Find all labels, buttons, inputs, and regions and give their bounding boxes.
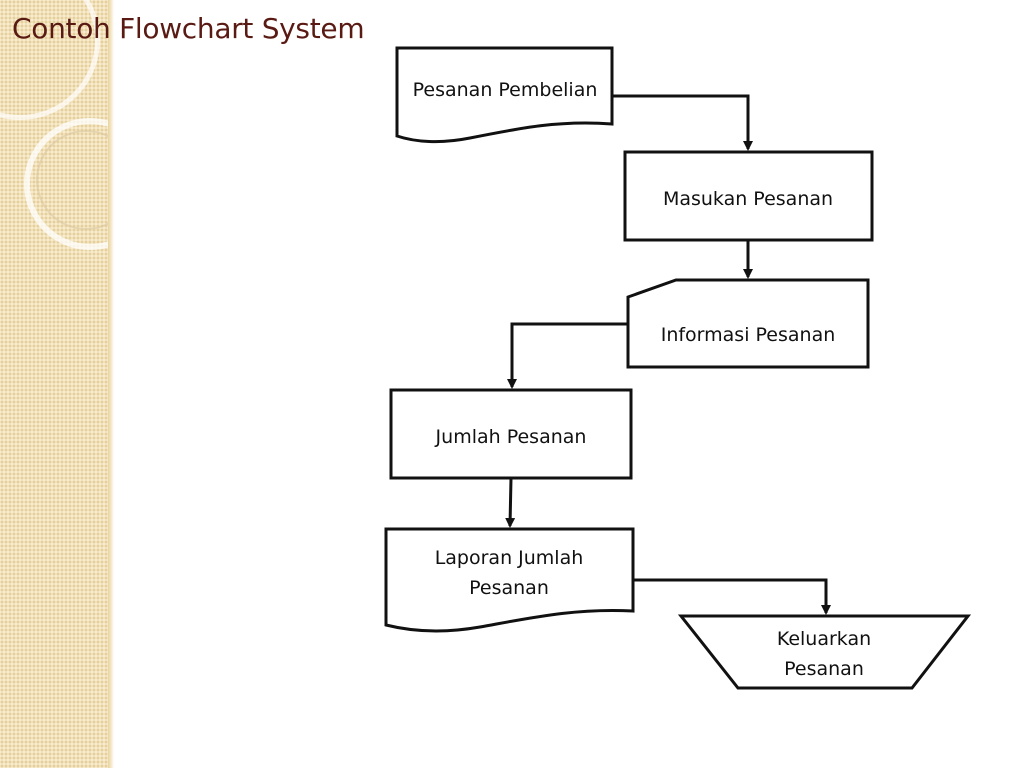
sidebar-edge xyxy=(108,0,114,768)
connector-arrow xyxy=(505,477,516,528)
document-shape xyxy=(395,46,614,144)
connector-arrow xyxy=(612,94,753,151)
node-jumlah-pesanan: Jumlah Pesanan xyxy=(389,388,633,480)
node-masukan-pesanan: Masukan Pesanan xyxy=(623,150,874,242)
node-label: Keluarkan xyxy=(777,628,871,650)
node-label: Pesanan xyxy=(784,658,864,680)
node-label: Masukan Pesanan xyxy=(663,188,833,210)
document-shape xyxy=(384,527,635,633)
manual-operation-shape xyxy=(677,614,972,690)
node-label: Informasi Pesanan xyxy=(661,324,836,346)
page-title: Contoh Flowchart System xyxy=(12,12,365,45)
node-keluarkan-pesanan: Keluarkan Pesanan xyxy=(677,614,972,690)
process-shape xyxy=(389,388,633,480)
node-pesanan-pembelian: Pesanan Pembelian xyxy=(395,46,614,144)
node-label: Jumlah Pesanan xyxy=(435,426,587,448)
node-laporan-jumlah-pesanan: Laporan Jumlah Pesanan xyxy=(384,527,635,633)
node-informasi-pesanan: Informasi Pesanan xyxy=(626,278,870,369)
node-label: Laporan Jumlah xyxy=(435,547,584,569)
process-shape xyxy=(623,150,874,242)
connector-arrow xyxy=(633,578,831,615)
punched-card-shape xyxy=(626,278,870,369)
connector-arrow xyxy=(507,322,628,389)
node-label: Pesanan Pembelian xyxy=(413,79,598,101)
node-label: Pesanan xyxy=(469,577,549,599)
sidebar-decoration xyxy=(0,0,112,768)
